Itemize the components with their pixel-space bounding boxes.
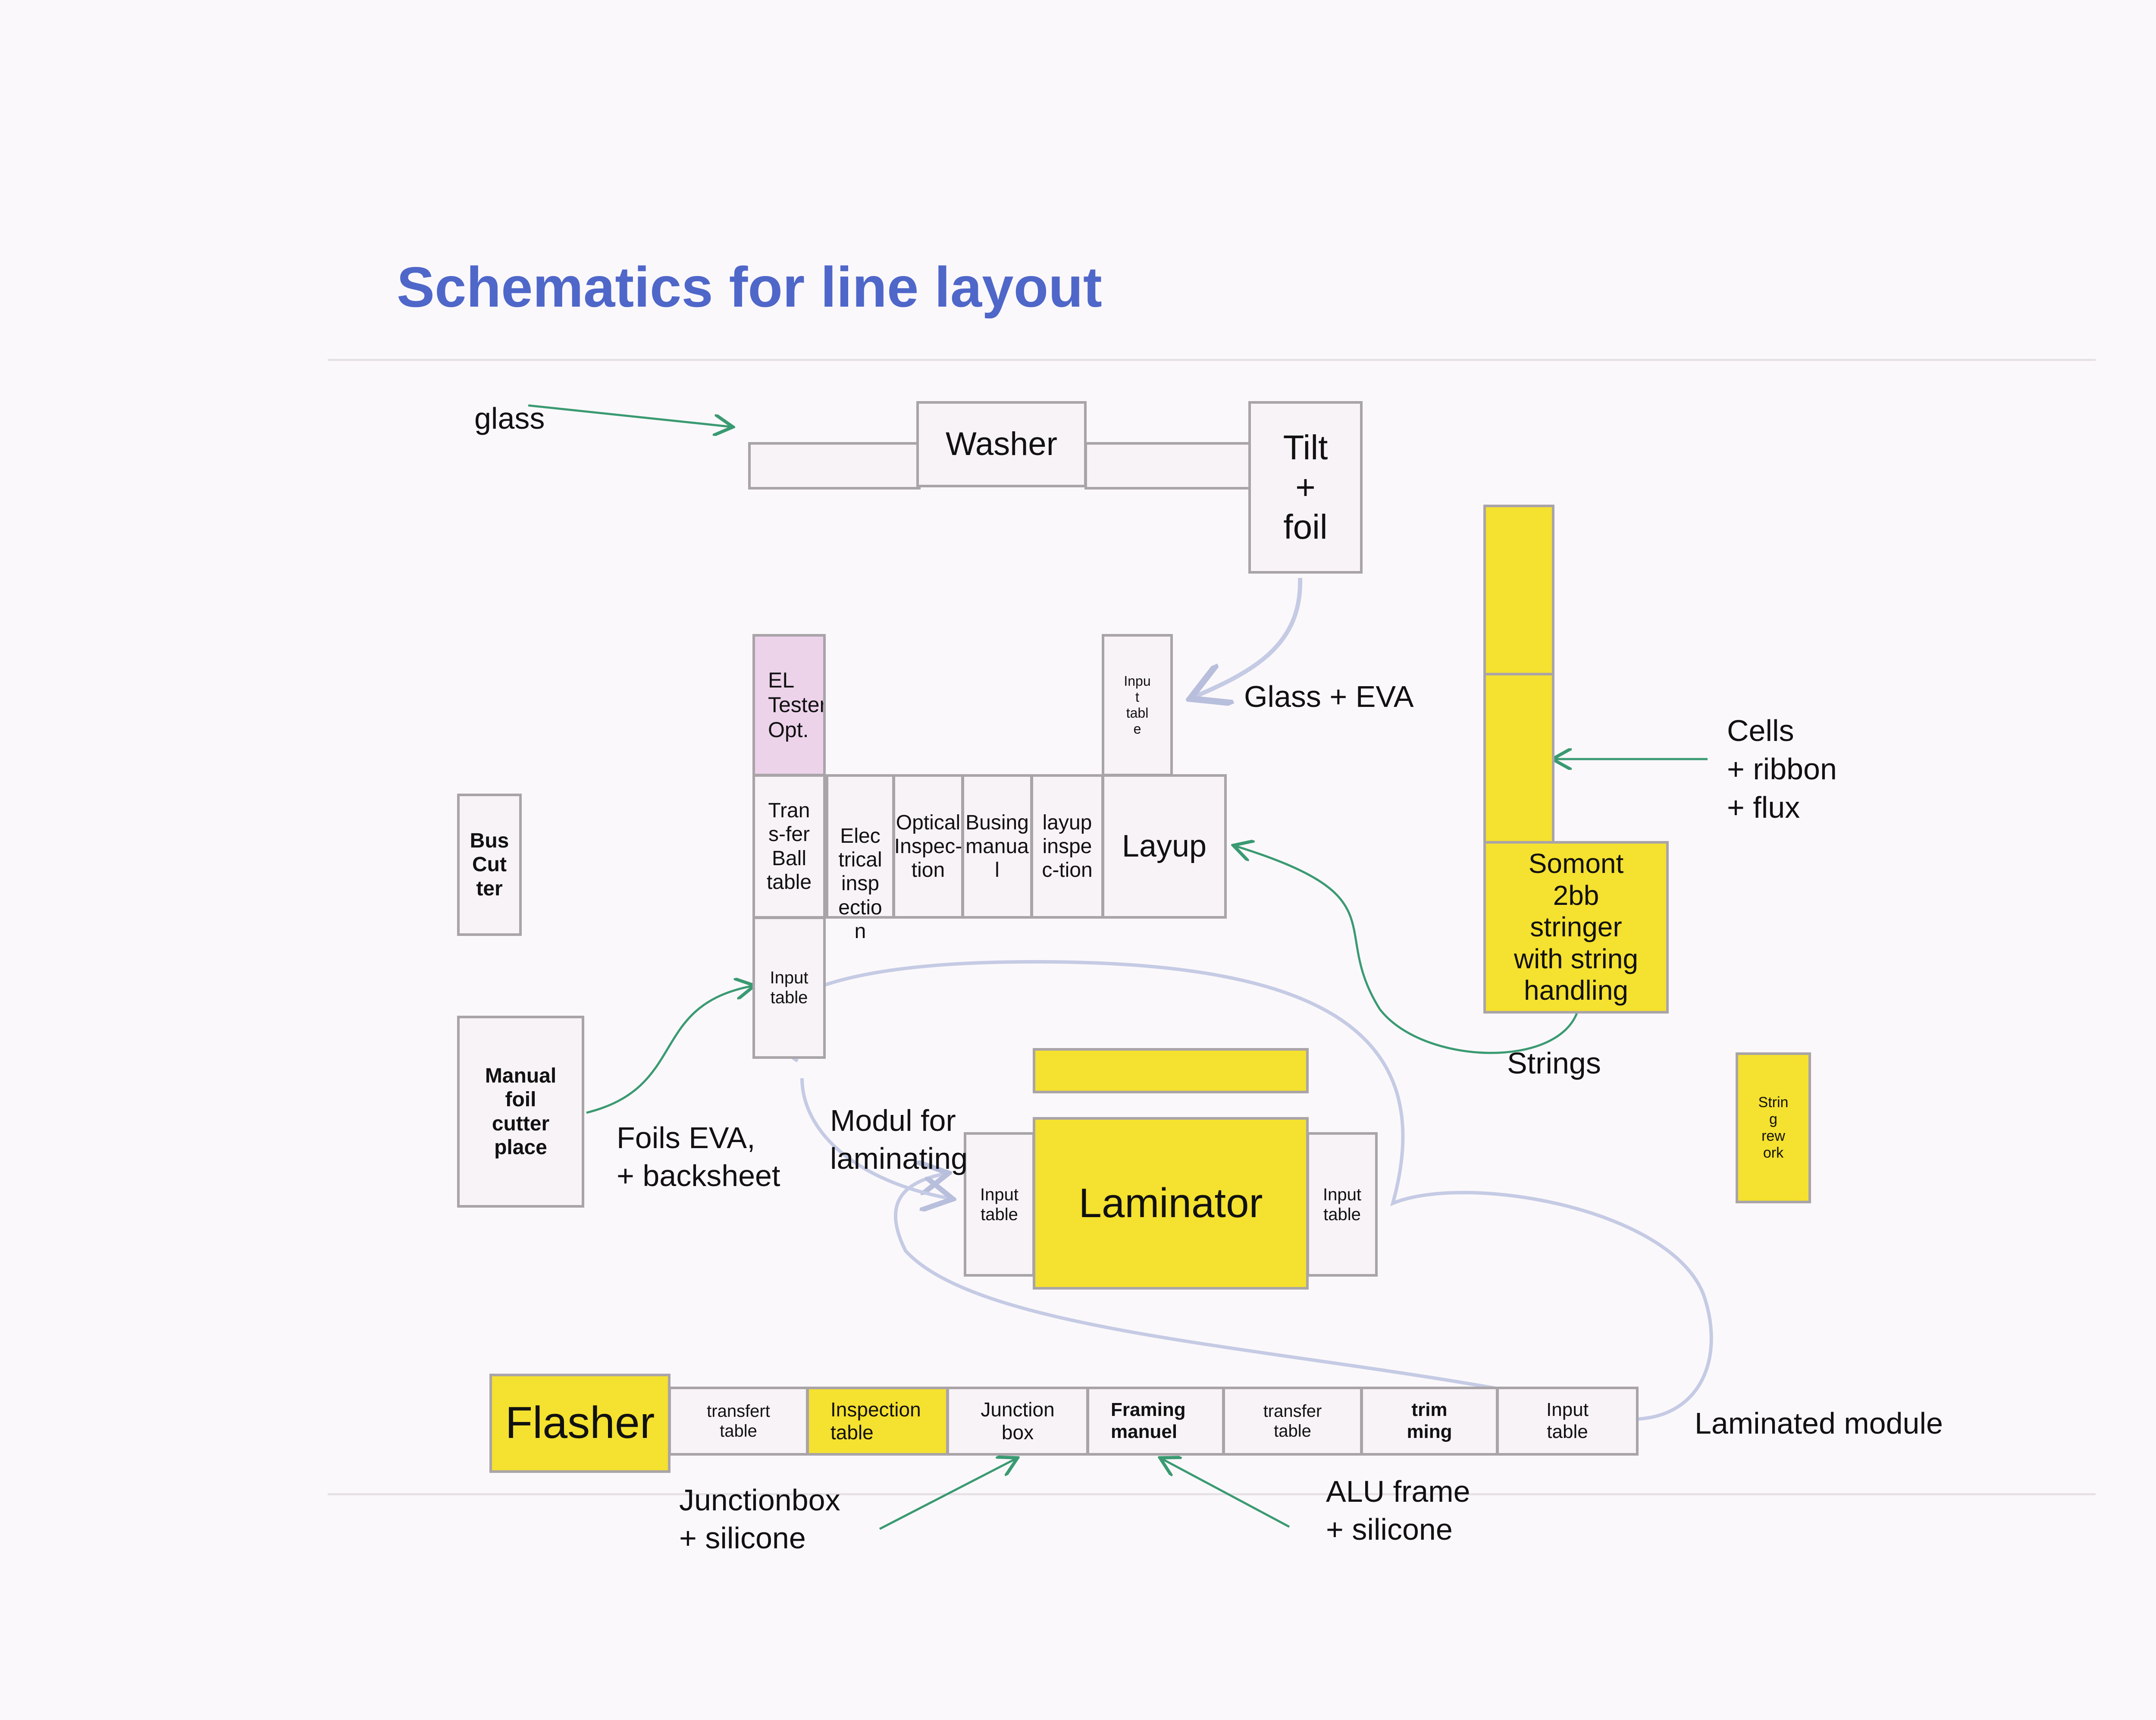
laminated-module-label: Laminated module (1695, 1406, 1943, 1440)
stringer-lower (1483, 673, 1554, 845)
electrical-inspection: Elec trical insp ectio n (826, 774, 895, 943)
glass-label: glass (474, 402, 545, 435)
bottom-divider (328, 1493, 2096, 1495)
glass-eva-arrow (1190, 578, 1303, 699)
conveyor-left (748, 442, 921, 490)
input-table-bottom: Input table (1496, 1387, 1639, 1456)
alu-arrow (1160, 1458, 1290, 1528)
glass-eva-label: Glass + EVA (1244, 680, 1414, 713)
modul-label: Modul for laminating (830, 1104, 968, 1175)
string-rework: Strin g rew ork (1736, 1052, 1811, 1203)
alu-frame-label: ALU frame + silicone (1326, 1475, 1470, 1546)
conveyor-right (1084, 442, 1253, 490)
foils-label: Foils EVA, + backsheet (617, 1121, 780, 1193)
glass-arrow (528, 404, 733, 427)
junctionbox-label: Junctionbox + silicone (679, 1483, 840, 1555)
flasher-station: Flasher (489, 1374, 671, 1473)
title-divider (328, 359, 2096, 361)
junction-box-station: Junction box (946, 1387, 1089, 1456)
input-table-mid: Input table (752, 916, 826, 1059)
input-table-top: Inpu t tabl e (1102, 634, 1173, 776)
stringer-upper (1483, 505, 1554, 677)
layup-inspection: layup inspe c-tion (1031, 774, 1104, 919)
foils-arrow (586, 986, 755, 1114)
junctionbox-arrow (879, 1458, 1018, 1530)
strings-arrow (1233, 845, 1579, 1054)
laminator-top-bar (1033, 1048, 1309, 1093)
laminator-station: Laminator (1033, 1117, 1309, 1290)
tilt-foil-station: Tilt + foil (1248, 401, 1363, 574)
manual-foil-cutter: Manual foil cutter place (457, 1016, 584, 1208)
trimming-station: trim ming (1360, 1387, 1498, 1456)
to-laminator-arrow (800, 1078, 953, 1199)
somont-stringer: Somont 2bb stringer with string handling (1483, 841, 1669, 1014)
strings-label: Strings (1507, 1046, 1601, 1080)
optical-inspection: Optical Inspec- tion (893, 774, 964, 919)
cells-label: Cells + ribbon + flux (1727, 714, 1837, 824)
transfer-ball-table: Tran s-fer Ball table (752, 774, 826, 919)
framing-station: Framing manuel (1087, 1387, 1225, 1456)
washer-station: Washer (916, 401, 1087, 487)
laminator-input-left: Input table (964, 1132, 1035, 1277)
layup-station: Layup (1102, 774, 1227, 919)
busing-manual: Busing manua l (962, 774, 1033, 919)
bus-cutter-station: Bus Cut ter (457, 794, 522, 936)
el-tester-station: EL Tester Opt. (752, 634, 826, 776)
laminator-input-right: Input table (1307, 1132, 1378, 1277)
inspection-table: Inspection table (806, 1387, 949, 1456)
module-flow-loop (771, 960, 1713, 1421)
transfert-table: transfert table (668, 1387, 808, 1456)
transfer-table: transfer table (1222, 1387, 1363, 1456)
page-title: Schematics for line layout (397, 255, 1102, 319)
